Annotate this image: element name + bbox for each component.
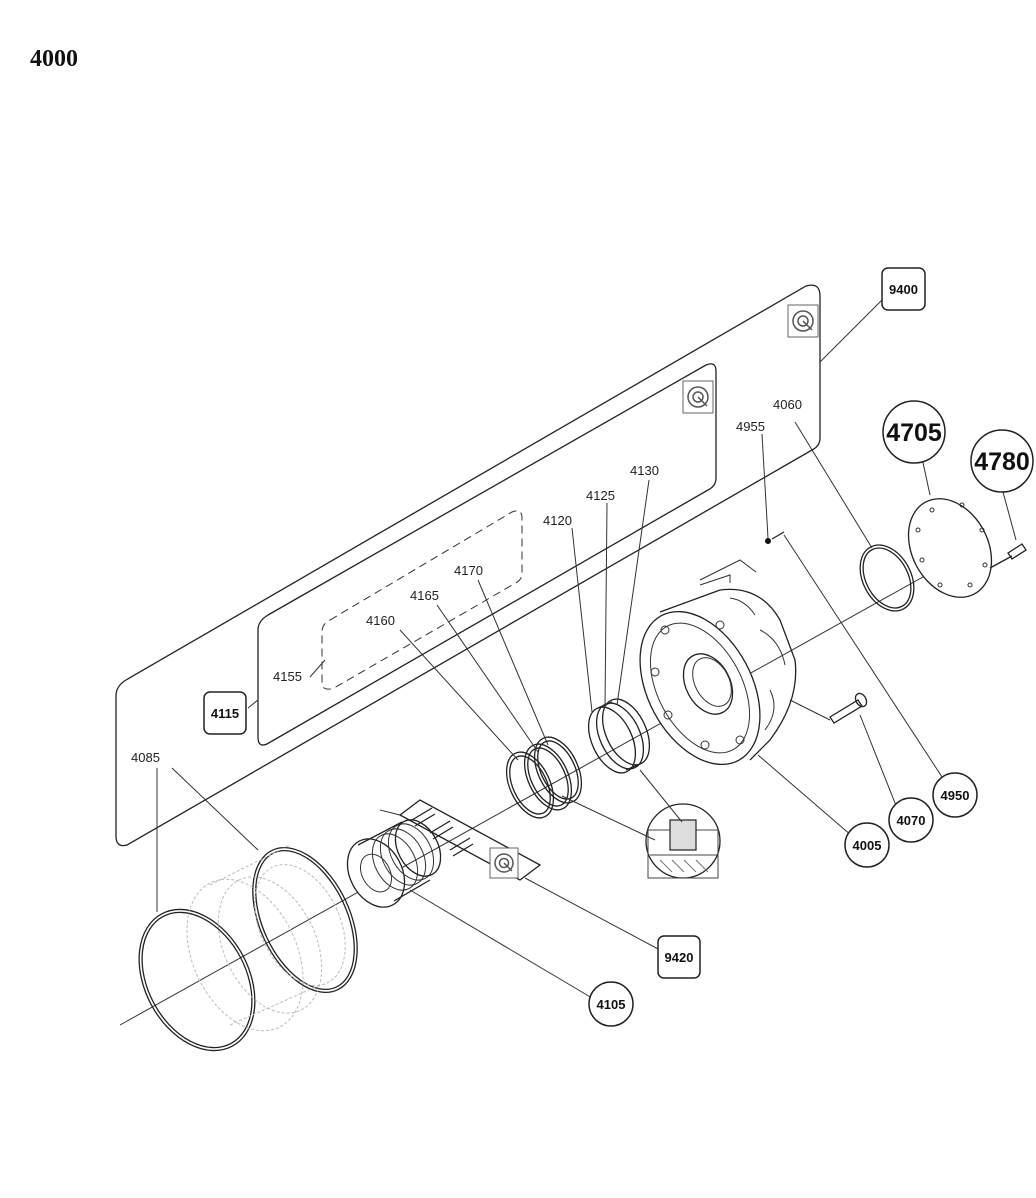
svg-text:4950: 4950 xyxy=(941,788,970,803)
callout-4950: 4950 xyxy=(932,772,978,818)
label-4120: 4120 xyxy=(543,513,572,528)
label-4170: 4170 xyxy=(454,563,483,578)
svg-text:9400: 9400 xyxy=(889,282,918,297)
seal-kit-outline-4155 xyxy=(321,510,523,690)
svg-text:4005: 4005 xyxy=(853,838,882,853)
label-4130: 4130 xyxy=(630,463,659,478)
screws-9420 xyxy=(411,807,474,857)
kit-panel-9420 xyxy=(398,799,542,881)
svg-text:9420: 9420 xyxy=(665,950,694,965)
label-4060: 4060 xyxy=(773,397,802,412)
piston-4105 xyxy=(346,819,442,908)
phantom-housing xyxy=(186,844,346,1032)
svg-text:4105: 4105 xyxy=(597,997,626,1012)
bolt-4780 xyxy=(989,543,1027,569)
callout-9400: 9400 xyxy=(881,267,926,311)
callout-4005: 4005 xyxy=(844,822,890,868)
kit-icon xyxy=(489,847,519,879)
o-ring-4085-large xyxy=(138,908,256,1052)
o-ring-4060 xyxy=(859,544,915,612)
label-4165: 4165 xyxy=(410,588,439,603)
kit-panel-4115 xyxy=(257,363,717,746)
label-4160: 4160 xyxy=(366,613,395,628)
leader-lines xyxy=(156,299,1017,999)
label-4085: 4085 xyxy=(131,750,160,765)
svg-text:4780: 4780 xyxy=(974,448,1030,476)
seal-detail-section xyxy=(645,803,721,879)
callout-4070: 4070 xyxy=(888,797,934,843)
bolt-4070 xyxy=(789,692,868,724)
label-4155: 4155 xyxy=(273,669,302,684)
kit-icon xyxy=(682,380,714,414)
callout-4780: 4780 xyxy=(970,429,1034,493)
svg-text:4705: 4705 xyxy=(886,419,942,447)
callout-4105: 4105 xyxy=(588,981,634,1027)
cover-flange-4005 xyxy=(639,574,797,766)
callout-4115: 4115 xyxy=(203,691,247,735)
label-4955: 4955 xyxy=(736,419,765,434)
page-title: 4000 xyxy=(30,46,78,72)
screw-4955 xyxy=(699,531,785,581)
seal-rings-4160-4170 xyxy=(505,736,583,819)
svg-text:4070: 4070 xyxy=(897,813,926,828)
o-ring-4085-small xyxy=(252,847,358,993)
callout-9420: 9420 xyxy=(657,935,701,979)
callout-4705: 4705 xyxy=(882,400,946,464)
svg-text:4115: 4115 xyxy=(211,706,239,721)
kit-icon xyxy=(787,304,819,338)
label-4125: 4125 xyxy=(586,488,615,503)
gasket-plate-4705 xyxy=(907,498,993,598)
